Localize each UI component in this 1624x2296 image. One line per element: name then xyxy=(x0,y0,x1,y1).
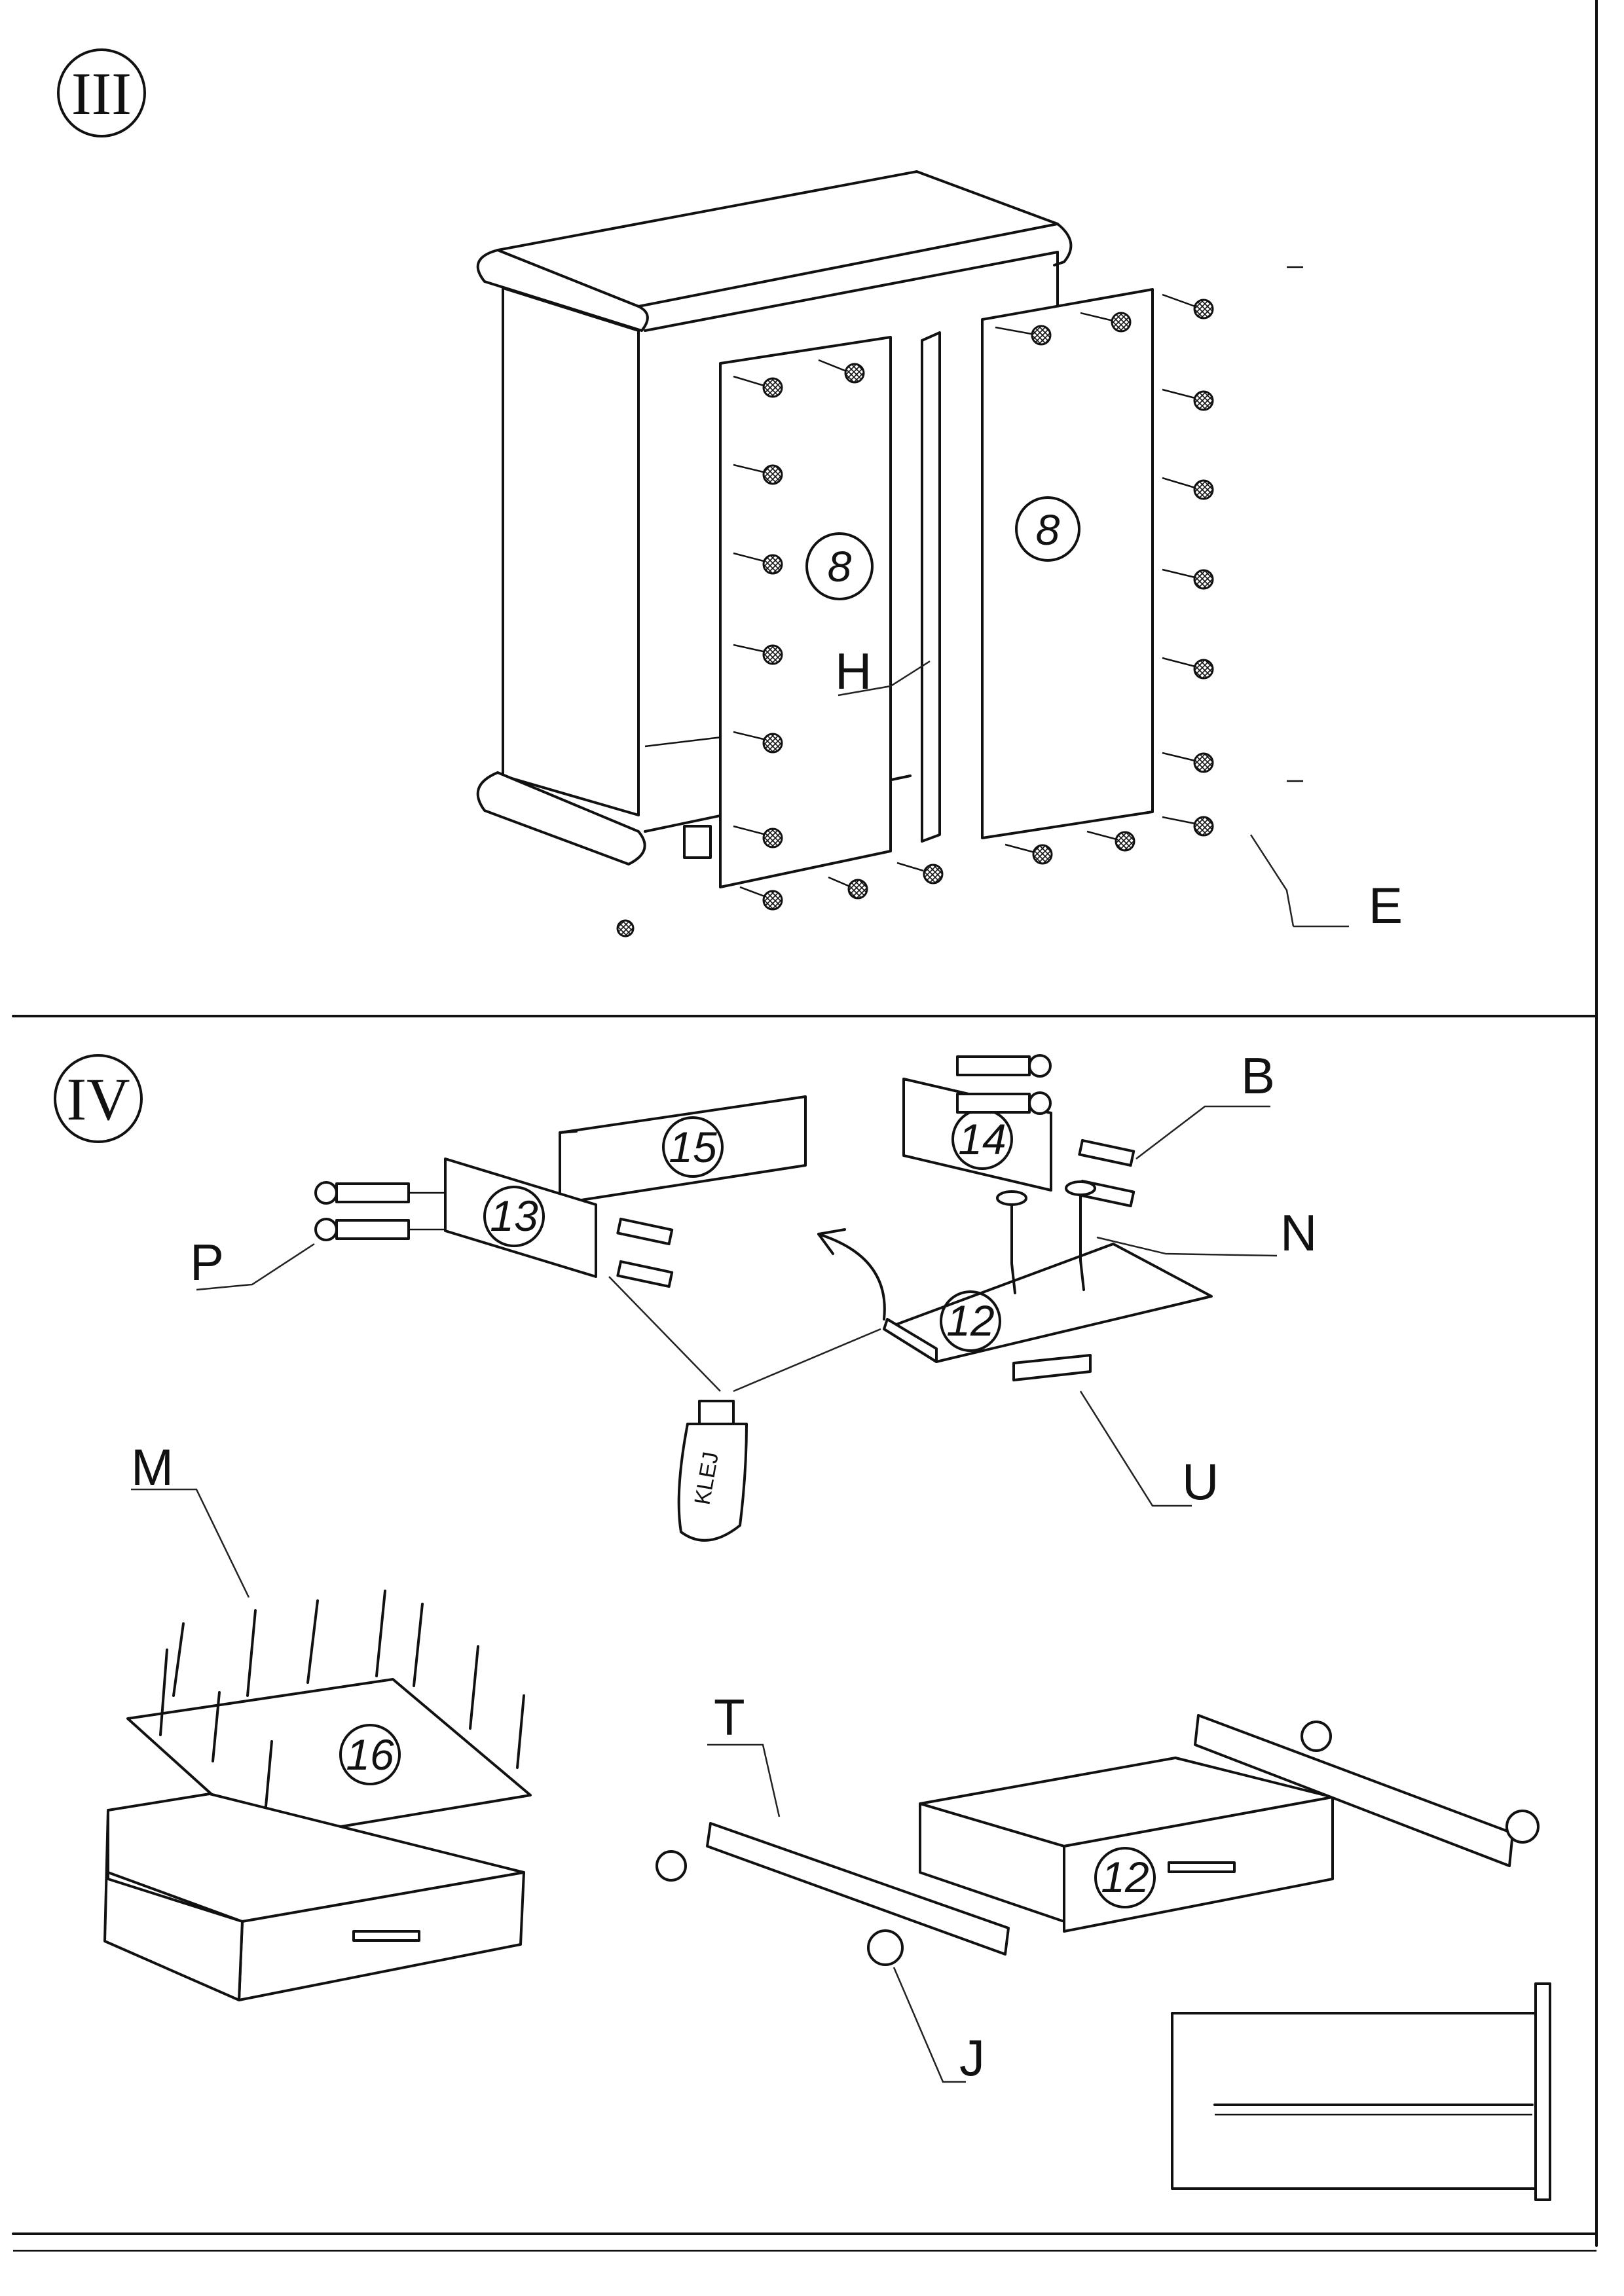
screws-m xyxy=(159,1590,525,1815)
hardware-t: T xyxy=(714,1688,745,1746)
part-13: 13 xyxy=(490,1192,538,1240)
panel-15: 15 xyxy=(559,1095,807,1205)
door-left: 8 xyxy=(719,336,892,888)
label-n: N xyxy=(1096,1204,1317,1262)
step-iv-label: IV xyxy=(66,1066,130,1133)
panel-12-rail: 12 xyxy=(817,1228,1213,1363)
part-8-left: 8 xyxy=(828,542,852,591)
part-14: 14 xyxy=(958,1115,1006,1163)
detail-inset xyxy=(1171,1982,1551,2201)
cam-screws-b xyxy=(956,1054,1052,1115)
label-e: E xyxy=(1249,266,1403,934)
label-b: B xyxy=(1135,1047,1275,1159)
handle-u xyxy=(1012,1354,1092,1381)
label-m: M xyxy=(131,1438,250,1598)
step-iii-label: III xyxy=(71,60,132,127)
page-frame xyxy=(12,0,1598,2252)
label-t: T xyxy=(707,1688,781,1817)
hardware-e: E xyxy=(1369,877,1403,934)
hardware-u: U xyxy=(1182,1453,1219,1510)
hardware-j: J xyxy=(959,2029,985,2086)
part-12-drawer: 12 xyxy=(1101,1853,1149,1901)
label-h: H xyxy=(835,642,931,700)
drawer-closed-12: 12 xyxy=(919,1757,1334,1933)
hardware-n: N xyxy=(1280,1204,1317,1262)
glue-bottle: KLEJ xyxy=(608,1276,881,1542)
dowels-iii xyxy=(616,293,1214,938)
door-right: 8 xyxy=(981,288,1154,839)
label-p: P xyxy=(190,1233,315,1291)
cabinet-body xyxy=(476,170,1073,866)
hardware-b: B xyxy=(1241,1047,1275,1104)
cam-screws-p xyxy=(314,1181,444,1241)
hardware-m: M xyxy=(131,1438,174,1496)
panel-13: 13 xyxy=(444,1157,597,1278)
runner-t xyxy=(655,1822,1010,1966)
label-j: J xyxy=(893,1967,985,2086)
hardware-p: P xyxy=(190,1233,224,1291)
hardware-h: H xyxy=(835,642,872,700)
screws-n xyxy=(996,1180,1096,1294)
runner-right xyxy=(1194,1714,1540,1867)
step-iv-marker: IV xyxy=(54,1054,143,1143)
drawer-open-box xyxy=(103,1793,525,2001)
part-16: 16 xyxy=(346,1730,394,1779)
part-15: 15 xyxy=(669,1123,717,1171)
step-iii-marker: III xyxy=(57,48,146,137)
part-8-right: 8 xyxy=(1036,505,1060,554)
part-12-rail: 12 xyxy=(946,1296,994,1345)
label-u: U xyxy=(1079,1391,1219,1510)
